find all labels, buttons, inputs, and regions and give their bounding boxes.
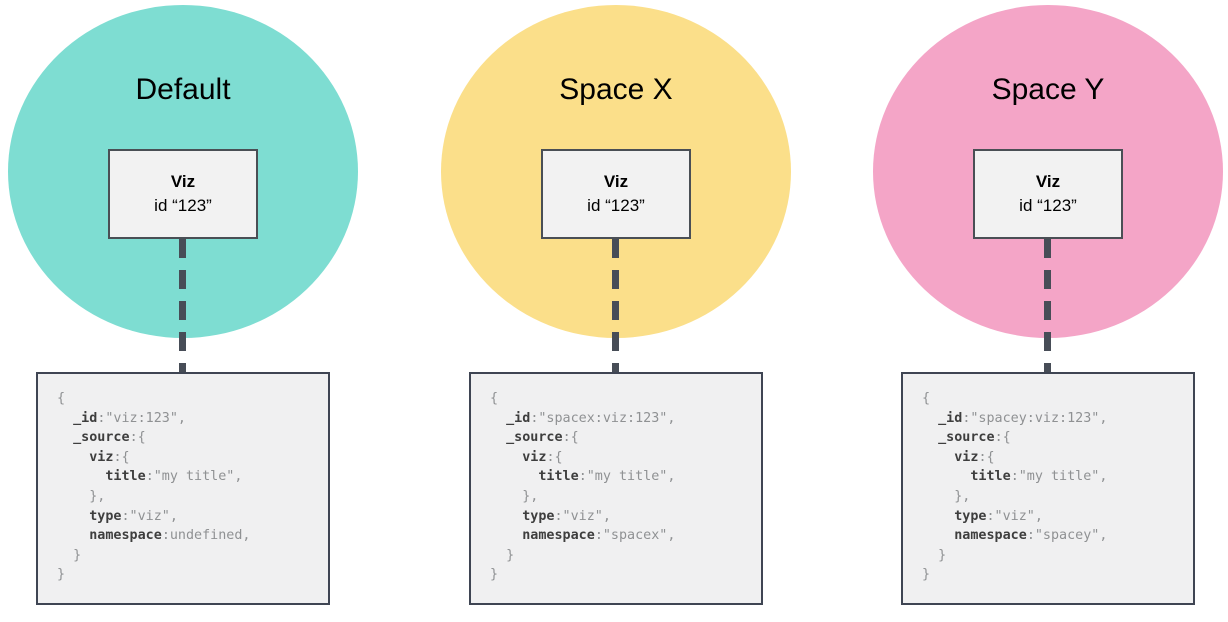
viz-node-id: id “123” [1019, 196, 1077, 215]
viz-node-id: id “123” [154, 196, 212, 215]
dashed-connector [612, 239, 619, 374]
code-line: { [922, 391, 931, 406]
code-line: viz:{ [522, 449, 563, 465]
dashed-connector [1044, 239, 1051, 374]
space-column-default: Default Viz id “123” { _id:"viz:123", _s… [0, 0, 388, 622]
code-line: _id:"spacex:viz:123", [506, 410, 676, 426]
viz-node-card: Viz id “123” [541, 149, 691, 239]
code-line: } [57, 567, 66, 583]
code-line: } [922, 547, 947, 563]
code-line: type:"viz", [89, 508, 178, 524]
code-line: viz:{ [89, 449, 130, 465]
saved-object-doc: { _id:"viz:123", _source:{ viz:{ title:"… [36, 372, 330, 605]
code-line: }, [490, 488, 539, 504]
code-line: type:"viz", [954, 508, 1043, 524]
code-line: } [922, 567, 931, 583]
code-line: title:"my title", [105, 469, 243, 485]
code-line: title:"my title", [970, 469, 1108, 485]
space-column-space-y: Space Y Viz id “123” { _id:"spacey:viz:1… [843, 0, 1228, 622]
space-title: Default [135, 73, 231, 106]
code-line: { [57, 391, 66, 406]
code-line: { [490, 391, 499, 406]
viz-node-title: Viz [603, 172, 629, 191]
dashed-connector [179, 239, 186, 374]
viz-node-id: id “123” [587, 196, 645, 215]
code-line: namespace:"spacey", [954, 528, 1108, 544]
code-line: namespace:undefined, [89, 528, 251, 544]
saved-object-doc: { _id:"spacey:viz:123", _source:{ viz:{ … [901, 372, 1195, 605]
viz-node-card: Viz id “123” [973, 149, 1123, 239]
code-line: _source:{ [938, 430, 1011, 446]
space-title: Space X [559, 73, 673, 106]
code-line: }, [57, 488, 106, 504]
code-line: _source:{ [73, 430, 146, 446]
code-line: _id:"viz:123", [73, 410, 186, 426]
viz-node-title: Viz [170, 172, 196, 191]
code-line: _id:"spacey:viz:123", [938, 410, 1108, 426]
code-line: }, [922, 488, 971, 504]
code-line: } [57, 547, 82, 563]
code-line: viz:{ [954, 449, 995, 465]
code-line: _source:{ [506, 430, 579, 446]
code-line: } [490, 567, 499, 583]
space-column-space-x: Space X Viz id “123” { _id:"spacex:viz:1… [411, 0, 821, 622]
viz-node-card: Viz id “123” [108, 149, 258, 239]
code-line: namespace:"spacex", [522, 528, 676, 544]
code-line: type:"viz", [522, 508, 611, 524]
code-line: title:"my title", [538, 469, 676, 485]
saved-object-doc: { _id:"spacex:viz:123", _source:{ viz:{ … [469, 372, 763, 605]
code-line: } [490, 547, 515, 563]
space-title: Space Y [991, 73, 1105, 106]
viz-node-title: Viz [1035, 172, 1061, 191]
